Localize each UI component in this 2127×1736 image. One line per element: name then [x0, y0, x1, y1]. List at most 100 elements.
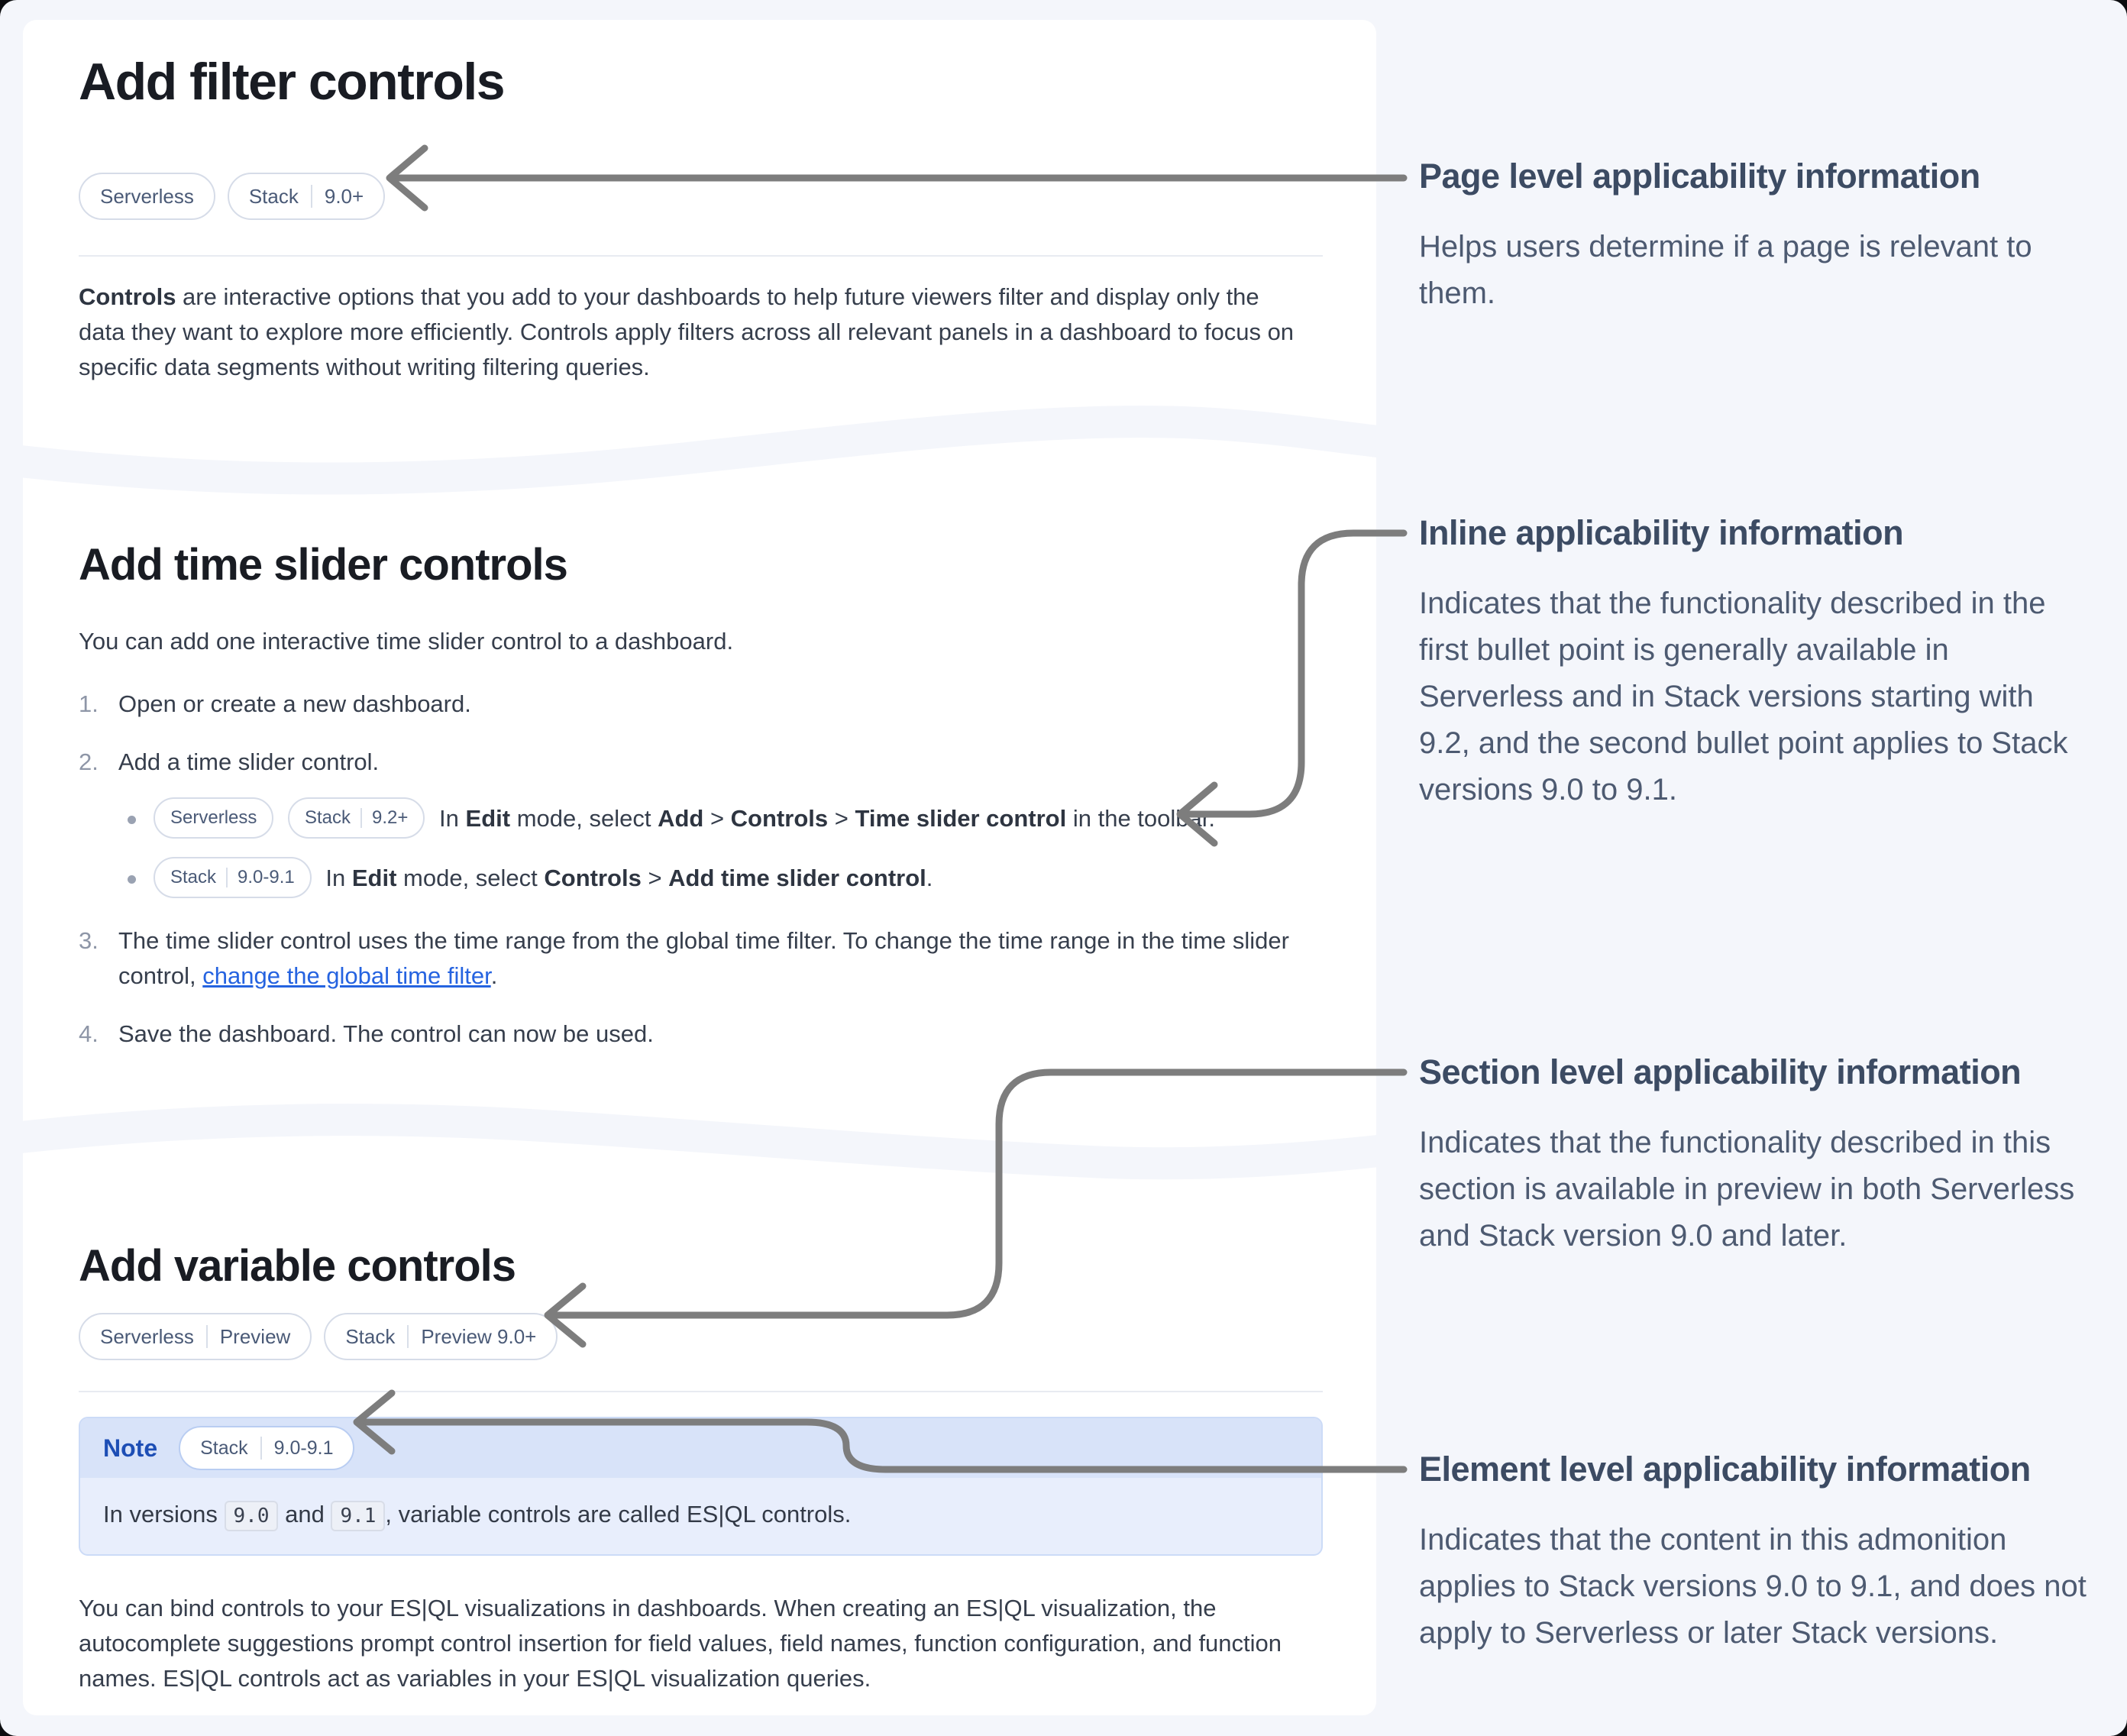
- step-number: 4.: [79, 1020, 99, 1047]
- section-title: Add time slider controls: [79, 540, 568, 590]
- version-code-chip: 9.1: [331, 1501, 386, 1531]
- step-text: Add a time slider control.: [118, 748, 380, 775]
- bullet-bold: Add: [658, 805, 704, 832]
- step-text: .: [490, 962, 498, 989]
- annotation-title: Inline applicability information: [1419, 513, 1904, 552]
- note-label: Note: [103, 1434, 158, 1462]
- version-code-chip: 9.0: [224, 1501, 279, 1531]
- step-number: 1.: [79, 690, 99, 717]
- note-text: and: [278, 1501, 331, 1527]
- bullet-text: >: [703, 805, 731, 832]
- bullet-text: In: [439, 805, 466, 832]
- badge-lifecycle: Preview: [219, 1324, 291, 1348]
- bullet-item-1: Serverless Stack 9.2+ In Edit mode, sele…: [118, 797, 1323, 841]
- step-number: 2.: [79, 748, 99, 775]
- annotation-body: Indicates that the functionality describ…: [1419, 587, 2068, 807]
- annotation-title: Element level applicability information: [1419, 1450, 2031, 1489]
- note-body: In versions 9.0 and 9.1, variable contro…: [80, 1478, 1321, 1554]
- badge-label: Serverless: [170, 807, 257, 828]
- badge-serverless-preview: Serverless Preview: [79, 1313, 312, 1360]
- annotation-title: Section level applicability information: [1419, 1052, 2022, 1091]
- annotation-body: Indicates that the content in this admon…: [1419, 1523, 2087, 1650]
- badge-stack-version: Stack 9.2+: [288, 797, 425, 839]
- badge-divider: [226, 868, 228, 887]
- badge-serverless: Serverless: [154, 797, 274, 839]
- annotation-body: Indicates that the functionality describ…: [1419, 1126, 2075, 1253]
- bullet-bold: Edit: [351, 865, 397, 892]
- bullet-text: In: [325, 865, 352, 892]
- annotation-section-level: Section level applicability information …: [1419, 1052, 2106, 1259]
- annotation-title: Page level applicability information: [1419, 157, 1980, 196]
- step-item-2: 2. Add a time slider control. Serverless…: [79, 745, 1323, 900]
- intro-text: are interactive options that you add to …: [79, 283, 1295, 380]
- badge-label: Serverless: [100, 184, 194, 208]
- badge-label: Stack: [305, 807, 351, 828]
- section-intro: You can add one interactive time slider …: [79, 628, 734, 655]
- badge-divider: [260, 1437, 262, 1460]
- badge-serverless: Serverless: [79, 173, 215, 220]
- note-text: , variable controls are called ES|QL con…: [385, 1501, 852, 1527]
- badge-divider: [407, 1325, 409, 1348]
- bullet-text: mode, select: [510, 805, 658, 832]
- step-text: The time slider control uses the time ra…: [118, 927, 1289, 989]
- note-admonition: Note Stack 9.0-9.1 In versions 9.0 and 9…: [79, 1417, 1323, 1556]
- bullet-bold: Time slider control: [855, 805, 1067, 832]
- content-column: Add filter controls Serverless Stack 9.0…: [23, 20, 1376, 1715]
- annotation-element-level: Element level applicability information …: [1419, 1450, 2106, 1657]
- section-title: Add variable controls: [79, 1241, 516, 1291]
- step-item-3: 3. The time slider control uses the time…: [79, 923, 1323, 994]
- outro-paragraph: You can bind controls to your ES|QL visu…: [79, 1595, 1282, 1692]
- bullet-item-2: Stack 9.0-9.1 In Edit mode, select Contr…: [118, 857, 1323, 900]
- badge-label: Stack: [345, 1324, 396, 1348]
- badge-label: Stack: [200, 1437, 248, 1459]
- note-header: Note Stack 9.0-9.1: [80, 1418, 1321, 1478]
- badge-version: 9.0+: [324, 184, 364, 208]
- badge-label: Serverless: [100, 1324, 194, 1348]
- badge-lifecycle-version: Preview 9.0+: [421, 1324, 537, 1348]
- bullet-text: >: [828, 805, 855, 832]
- bullet-text: mode, select: [396, 865, 545, 892]
- step-item-1: 1. Open or create a new dashboard.: [79, 687, 1323, 722]
- annotation-body: Helps users determine if a page is relev…: [1419, 230, 2032, 310]
- annotation-inline: Inline applicability information Indicat…: [1419, 513, 2106, 813]
- badge-stack-version: Stack 9.0-9.1: [179, 1426, 355, 1470]
- page-title: Add filter controls: [79, 53, 506, 111]
- bullet-text: .: [926, 865, 933, 892]
- annotation-page-level: Page level applicability information Hel…: [1419, 157, 2106, 317]
- step-item-4: 4. Save the dashboard. The control can n…: [79, 1017, 1323, 1052]
- bullet-text: in the toolbar.: [1066, 805, 1215, 832]
- badge-version: 9.0-9.1: [273, 1437, 334, 1459]
- intro-bold-term: Controls: [79, 283, 176, 310]
- global-time-filter-link[interactable]: change the global time filter: [202, 962, 491, 989]
- title-divider: [79, 255, 1323, 257]
- page-applicability-badges: Serverless Stack 9.0+: [79, 173, 1323, 220]
- bullet-bold: Add time slider control: [668, 865, 926, 892]
- card-wave-divider: [23, 1095, 1376, 1202]
- badge-divider: [360, 808, 363, 828]
- bullet-bold: Controls: [730, 805, 829, 832]
- sub-bullet-list: Serverless Stack 9.2+ In Edit mode, sele…: [118, 797, 1323, 900]
- card-wave-divider: [23, 406, 1376, 512]
- section-applicability-badges: Serverless Preview Stack Preview 9.0+: [79, 1313, 1323, 1360]
- section-variable-controls: Add variable controls Serverless Preview…: [79, 1240, 1323, 1696]
- title-divider: [79, 1391, 1323, 1392]
- badge-label: Stack: [170, 867, 217, 887]
- badge-divider: [205, 1325, 208, 1348]
- badge-divider: [310, 185, 312, 208]
- section-filter-controls: Add filter controls Serverless Stack 9.0…: [79, 52, 1323, 385]
- section-time-slider: Add time slider controls You can add one…: [79, 539, 1323, 1075]
- steps-list: 1. Open or create a new dashboard. 2. Ad…: [79, 687, 1323, 1052]
- badge-version: 9.2+: [372, 807, 409, 828]
- step-text: Open or create a new dashboard.: [118, 690, 471, 717]
- badge-label: Stack: [248, 184, 299, 208]
- intro-paragraph: Controls are interactive options that yo…: [79, 280, 1308, 385]
- badge-version: 9.0-9.1: [238, 867, 295, 887]
- note-text: In versions: [103, 1501, 225, 1527]
- bullet-bold: Controls: [544, 865, 642, 892]
- badge-stack-version: Stack 9.0+: [227, 173, 386, 220]
- badge-stack-version: Stack 9.0-9.1: [154, 857, 312, 898]
- step-number: 3.: [79, 927, 99, 954]
- badge-stack-preview-version: Stack Preview 9.0+: [324, 1313, 558, 1360]
- bullet-text: >: [641, 865, 669, 892]
